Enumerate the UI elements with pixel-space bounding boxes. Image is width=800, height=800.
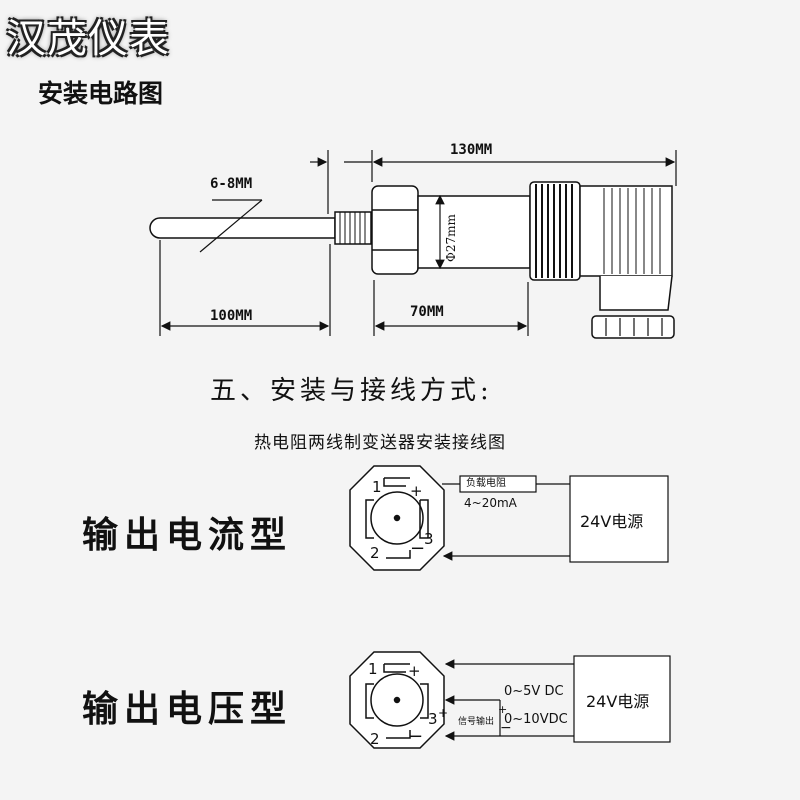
brand-logo-text: 汉茂仪表	[6, 16, 170, 62]
probe-diameter-label: 6-8MM	[210, 176, 253, 192]
current-connector	[349, 465, 445, 571]
current-output-type-label: 输出电流型	[82, 514, 293, 556]
voltage-range-10v-label: 0~10VDC	[504, 712, 568, 727]
power-supply-box-2	[573, 655, 671, 743]
signal-minus-label: −	[500, 720, 512, 736]
load-resistor-label: 负载电阻	[466, 478, 506, 489]
pin-2-label: 2	[370, 730, 380, 748]
transmitter-body	[417, 195, 531, 269]
current-wires	[442, 475, 669, 563]
voltage-range-5v-label: 0~5V DC	[504, 684, 564, 699]
power-supply-box-1	[569, 475, 669, 563]
power-supply-label-2: 24V电源	[586, 692, 650, 711]
current-range-label: 4~20mA	[464, 496, 517, 510]
pin-3-label: 3	[428, 710, 438, 728]
dimension-lines	[159, 150, 677, 336]
hex-nut	[371, 185, 419, 275]
voltage-connector	[349, 651, 445, 749]
body-diameter-label: Φ27mm	[444, 214, 458, 262]
probe-rod	[149, 217, 336, 239]
pin-1-label: 1	[368, 660, 378, 678]
wiring-diagram-title: 热电阻两线制变送器安装接线图	[254, 433, 506, 453]
body-length-label: 70MM	[410, 304, 444, 320]
pin-plus-label: +	[410, 482, 423, 500]
section-title: 五、安装与接线方式:	[210, 376, 493, 406]
probe-dia-leader	[199, 199, 263, 253]
pin-3-plus-label: +	[438, 706, 449, 720]
signal-output-label: 信号输出	[458, 717, 495, 727]
pin-3-label: 3	[424, 530, 434, 548]
power-supply-label-1: 24V电源	[580, 512, 644, 531]
signal-plus-label: +	[498, 703, 508, 716]
page-subtitle: 安装电路图	[38, 79, 164, 108]
pin-2-label: 2	[370, 544, 380, 562]
voltage-output-type-label: 输出电压型	[82, 688, 293, 730]
overall-length-label: 130MM	[450, 142, 493, 158]
pin-minus-label: −	[408, 726, 424, 747]
pin-plus-label: +	[408, 662, 421, 680]
cable-gland	[599, 275, 673, 311]
pin-1-label: 1	[372, 478, 382, 496]
pin-minus-label: −	[410, 538, 426, 559]
voltage-wires	[444, 655, 671, 743]
connector-head	[579, 185, 673, 277]
probe-length-label: 100MM	[210, 308, 253, 324]
